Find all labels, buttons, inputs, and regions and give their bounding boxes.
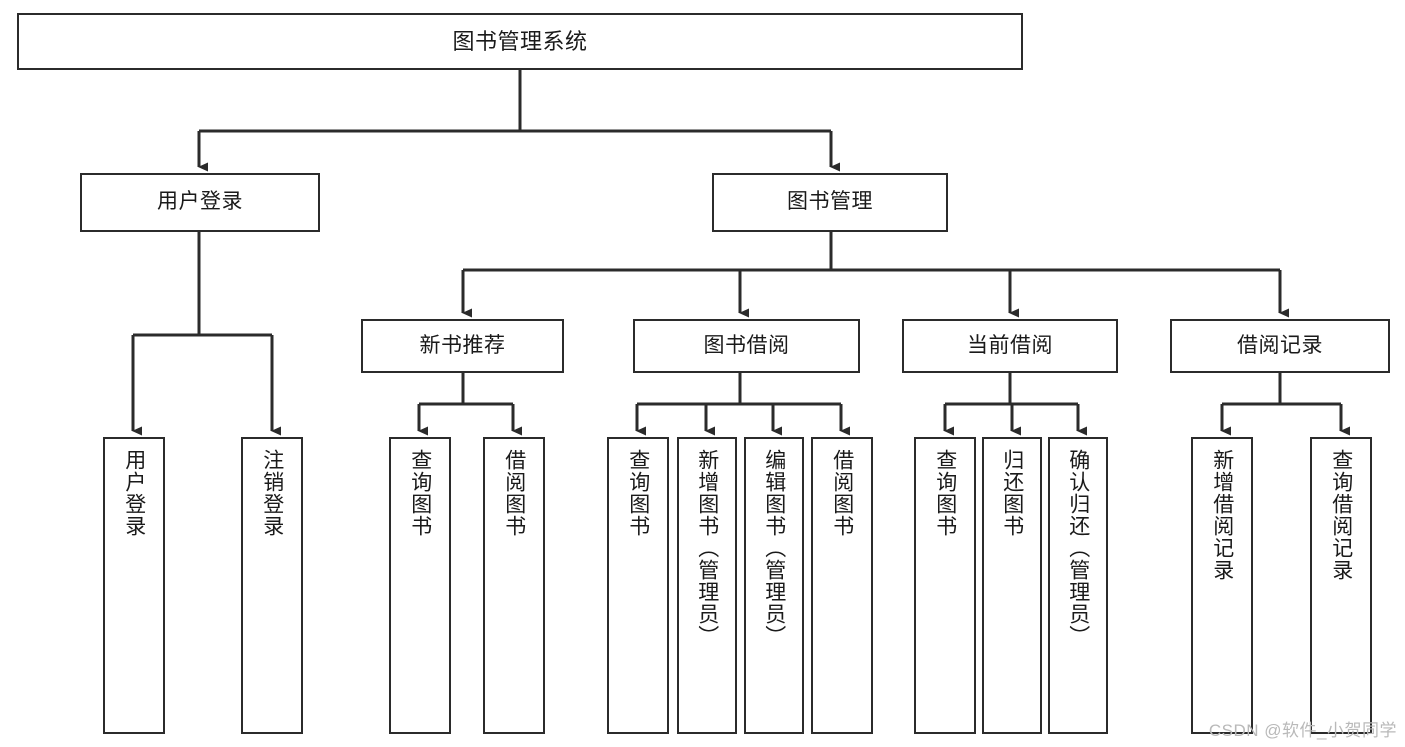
node-leaf-add-record-label: 新增借阅记录 [1210, 449, 1234, 581]
node-new-book-rec[interactable]: 新书推荐 [361, 319, 564, 373]
node-book-borrow[interactable]: 图书借阅 [633, 319, 860, 373]
node-leaf-borrow-book-2[interactable]: 借阅图书 [811, 437, 873, 734]
node-leaf-add-book[interactable]: 新增图书（管理员） [677, 437, 737, 734]
node-borrow-record[interactable]: 借阅记录 [1170, 319, 1390, 373]
node-leaf-edit-book[interactable]: 编辑图书（管理员） [744, 437, 804, 734]
node-book-manage-label: 图书管理 [787, 190, 873, 214]
node-root-system[interactable]: 图书管理系统 [17, 13, 1023, 70]
node-book-manage[interactable]: 图书管理 [712, 173, 948, 232]
node-leaf-return-book-label: 归还图书 [1000, 449, 1024, 537]
node-leaf-user-logout[interactable]: 注销登录 [241, 437, 303, 734]
node-leaf-add-book-label: 新增图书（管理员） [695, 449, 719, 647]
node-leaf-query-book-1[interactable]: 查询图书 [389, 437, 451, 734]
node-leaf-query-record-label: 查询借阅记录 [1329, 449, 1353, 581]
node-leaf-add-record[interactable]: 新增借阅记录 [1191, 437, 1253, 734]
node-leaf-borrow-book-2-label: 借阅图书 [830, 449, 854, 537]
node-leaf-edit-book-label: 编辑图书（管理员） [762, 449, 786, 647]
node-leaf-user-logout-label: 注销登录 [260, 449, 284, 537]
node-leaf-borrow-book-1[interactable]: 借阅图书 [483, 437, 545, 734]
node-user-login-label: 用户登录 [157, 190, 243, 214]
node-user-login[interactable]: 用户登录 [80, 173, 320, 232]
node-leaf-borrow-book-1-label: 借阅图书 [502, 449, 526, 537]
node-book-borrow-label: 图书借阅 [703, 333, 790, 357]
node-root-system-label: 图书管理系统 [452, 28, 588, 54]
node-leaf-user-login[interactable]: 用户登录 [103, 437, 165, 734]
node-leaf-return-book[interactable]: 归还图书 [982, 437, 1042, 734]
node-leaf-query-book-2[interactable]: 查询图书 [607, 437, 669, 734]
node-current-borrow[interactable]: 当前借阅 [902, 319, 1118, 373]
node-leaf-query-book-3[interactable]: 查询图书 [914, 437, 976, 734]
node-current-borrow-label: 当前借阅 [967, 333, 1053, 357]
node-leaf-query-record[interactable]: 查询借阅记录 [1310, 437, 1372, 734]
node-leaf-query-book-2-label: 查询图书 [626, 449, 650, 537]
csdn-watermark: CSDN @软件_小贺同学 [1208, 721, 1397, 740]
node-leaf-confirm-return[interactable]: 确认归还（管理员） [1048, 437, 1108, 734]
node-leaf-query-book-1-label: 查询图书 [408, 449, 432, 537]
node-new-book-rec-label: 新书推荐 [419, 333, 506, 357]
node-leaf-user-login-label: 用户登录 [122, 449, 146, 537]
node-leaf-query-book-3-label: 查询图书 [933, 449, 957, 537]
node-borrow-record-label: 借阅记录 [1237, 333, 1323, 357]
node-leaf-confirm-return-label: 确认归还（管理员） [1066, 449, 1090, 647]
